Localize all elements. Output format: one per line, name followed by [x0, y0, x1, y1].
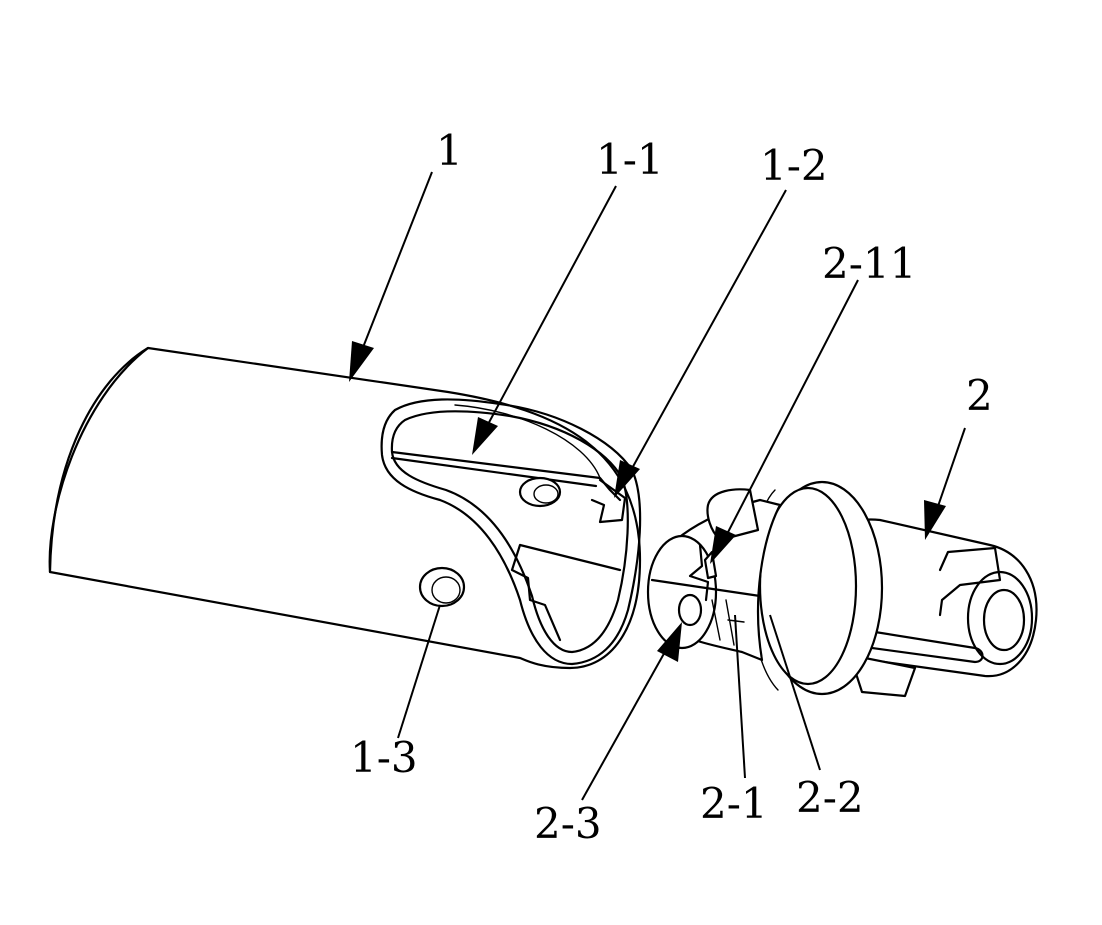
labels: 1 1-1 1-2 2-11 2 1-3 2-3 2-1 2-2	[350, 126, 993, 848]
arrow-1	[349, 341, 374, 382]
label-2: 2	[966, 371, 993, 420]
locking-bump	[703, 550, 718, 580]
collar-pin	[677, 593, 703, 627]
leaders	[349, 171, 966, 801]
collar-prong-top	[706, 488, 760, 542]
label-2-2: 2-2	[796, 773, 864, 822]
leader-2-3	[581, 649, 667, 801]
label-1-1: 1-1	[596, 135, 664, 184]
catch-tooth	[590, 478, 627, 524]
tube-window-outer	[380, 398, 642, 666]
arrow-2-11	[710, 526, 736, 564]
arrow-1-1	[472, 417, 498, 455]
label-2-11: 2-11	[822, 239, 916, 288]
inner-rib-bottom	[390, 456, 598, 488]
label-1: 1	[436, 126, 463, 175]
arrow-1-2	[614, 460, 640, 498]
inner-rib-curve	[454, 404, 601, 479]
tube-housing	[48, 346, 642, 670]
leader-2-1	[734, 614, 746, 779]
leader-1-1	[485, 185, 617, 429]
side-hole-inner	[431, 576, 461, 604]
plug-end-notch	[938, 546, 1002, 617]
tube-left-end	[48, 346, 150, 574]
arrow-2	[924, 500, 946, 540]
leader-1-2	[629, 189, 787, 473]
label-1-2: 1-2	[760, 141, 828, 190]
leader-2-2	[769, 614, 821, 771]
window-pin-inner	[533, 484, 559, 504]
leader-2	[935, 427, 966, 513]
collar-slot-cross-h	[650, 578, 762, 598]
leader-1-3	[397, 604, 441, 739]
tube-window-inner	[390, 410, 629, 654]
label-1-3: 1-3	[350, 733, 418, 782]
arrow-2-3	[657, 622, 682, 662]
label-2-1: 2-1	[700, 779, 768, 828]
label-2-3: 2-3	[534, 799, 602, 848]
collar-slot-cross-v	[688, 543, 710, 602]
side-hole	[418, 566, 466, 608]
leader-1	[359, 171, 433, 356]
lower-tab	[510, 543, 622, 642]
leader-2-11	[724, 279, 859, 539]
plug-key-tab	[848, 653, 917, 698]
plug-connector	[646, 480, 1038, 698]
plug-end-bore	[982, 588, 1026, 652]
